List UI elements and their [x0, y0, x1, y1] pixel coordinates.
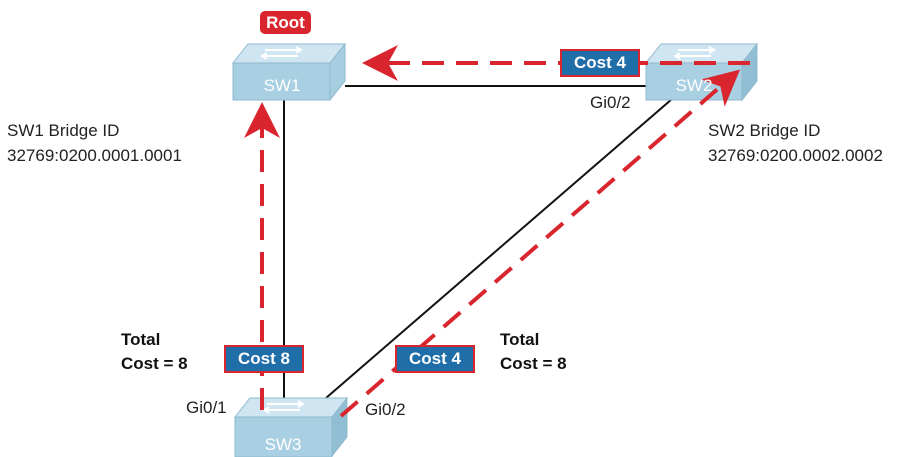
total-right-line2: Cost = 8 — [500, 354, 567, 373]
switch-arrows-icon — [260, 46, 303, 60]
switch-sw2-label: SW2 — [676, 76, 713, 95]
cost-box-sw3-sw1: Cost 8 — [224, 345, 304, 373]
total-left-line2: Cost = 8 — [121, 354, 188, 373]
total-left-line1: Total — [121, 330, 161, 349]
total-right-line1: Total — [500, 330, 540, 349]
sw3-port-gi0-1: Gi0/1 — [186, 398, 227, 417]
sw1-bridge-id-title: SW1 Bridge ID — [7, 121, 120, 140]
sw1-bridge-id-value: 32769:0200.0001.0001 — [7, 146, 182, 165]
root-badge: Root — [260, 11, 311, 34]
switch-arrows-icon — [673, 46, 716, 60]
switch-sw2[interactable] — [644, 42, 759, 102]
switch-sw1[interactable] — [231, 42, 347, 101]
link-sw2-sw3 — [325, 98, 673, 399]
sw2-bridge-id-value: 32769:0200.0002.0002 — [708, 146, 883, 165]
switch-sw3-label: SW3 — [265, 435, 302, 454]
sw2-bridge-id-title: SW2 Bridge ID — [708, 121, 821, 140]
switch-sw1-label: SW1 — [264, 76, 301, 95]
sw3-port-gi0-2: Gi0/2 — [365, 400, 406, 419]
cost-box-sw3-sw2: Cost 4 — [395, 345, 475, 373]
cost-box-sw2-sw1: Cost 4 — [560, 49, 640, 77]
sw2-port-gi0-2: Gi0/2 — [590, 93, 631, 112]
